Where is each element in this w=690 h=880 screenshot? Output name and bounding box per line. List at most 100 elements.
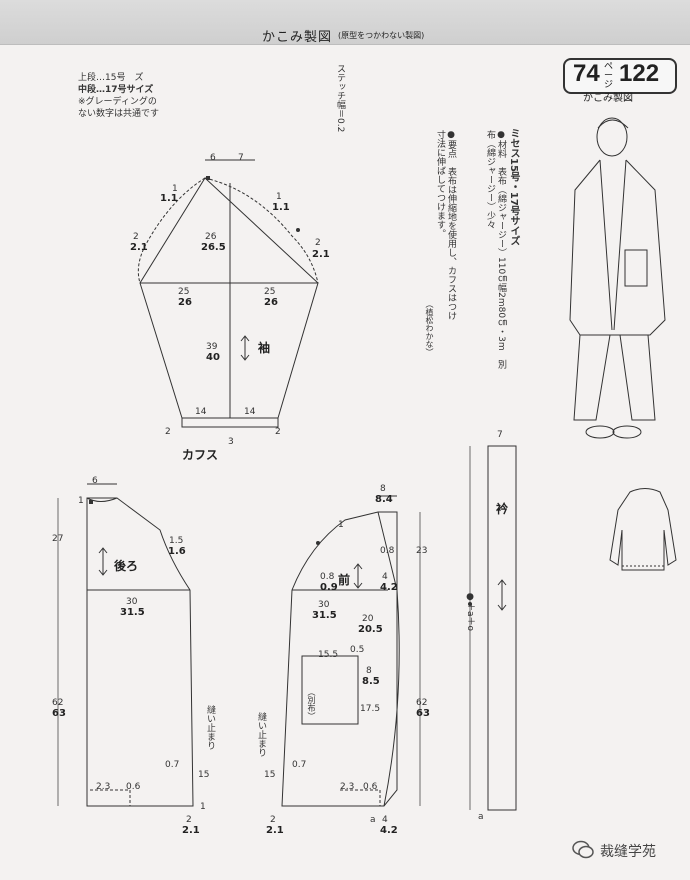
sleeve-notch-mark <box>296 228 300 232</box>
dim-label: 4 <box>382 572 388 582</box>
dim-label: 63 <box>52 708 66 719</box>
dim-label: 17.5 <box>360 704 381 714</box>
figure-skirt <box>573 334 656 421</box>
back-corner-mark <box>89 500 93 504</box>
dim-label: 1 <box>172 184 178 194</box>
dim-label: 2 <box>165 427 171 437</box>
dim-label: 40 <box>206 352 220 363</box>
dim-label: 26 <box>264 297 278 308</box>
dim-label: 15 <box>264 770 276 780</box>
dim-label: 2 <box>186 815 192 825</box>
size-legend: 上段…15号 ズ 中段…17号サイズ ※グレーディングの ない数字は共通です <box>78 72 159 120</box>
dim-label: 2.1 <box>266 825 284 836</box>
dim-label: 31.5 <box>120 607 145 618</box>
dim-label: 2 <box>270 815 276 825</box>
header-title: かこみ製図 <box>262 30 333 45</box>
sleeve-grain-heads <box>240 335 250 361</box>
dim-label: a <box>478 812 484 822</box>
collar-grain-heads <box>497 579 507 611</box>
dim-label: 8 <box>366 666 372 676</box>
dim-label: 0.8 <box>380 546 395 556</box>
legend-line: ※グレーディングの <box>78 97 157 107</box>
dim-label: 1 <box>276 192 282 202</box>
header-subtitle: (原型をつかわない製図) <box>338 31 425 40</box>
page-header: かこみ製図 (原型をつかわない製図) <box>0 0 690 45</box>
dim-label: 0.9 <box>320 582 338 593</box>
badge-label: かこみ製図 <box>583 93 633 104</box>
sleeve-outline <box>139 177 319 419</box>
dim-label: 23 <box>416 546 428 556</box>
size-title: ミセス15号・17号サイズ <box>508 128 519 246</box>
figure-coat-right <box>620 159 666 336</box>
front-grain-heads <box>353 563 363 589</box>
back-hem-detail <box>90 789 131 806</box>
badge-left-number: 74 <box>573 60 600 87</box>
collar-label: 衿 <box>496 502 509 516</box>
dim-label: 30 <box>126 597 138 607</box>
dim-label: 30 <box>318 600 330 610</box>
dim-label: 14 <box>195 407 207 417</box>
dim-label: 27 <box>52 534 64 544</box>
front-notch-mark <box>316 541 320 545</box>
dim-label: 1.6 <box>168 546 186 557</box>
front-label: 前 <box>338 573 351 587</box>
seam-stop-front: 縫い止まり <box>256 712 266 757</box>
badge-page-word: ページ <box>604 62 614 90</box>
collar-dot <box>468 602 472 606</box>
stitch-note: ステッチ幅＝0.2 <box>335 64 345 133</box>
credit-note: （植松わかな） <box>425 300 434 356</box>
dim-label: 2.1 <box>182 825 200 836</box>
watermark: 裁缝学苑 <box>572 838 682 862</box>
dim-label: a <box>370 815 376 825</box>
dim-label: 7 <box>238 153 244 163</box>
dim-label: 8 <box>380 484 386 494</box>
back-view-sketch <box>609 488 677 571</box>
figure-coat-left <box>569 159 620 336</box>
front-lapel-line <box>377 511 400 807</box>
dim-label: 2.3 <box>96 782 111 792</box>
badge-right-number: 122 <box>619 60 660 87</box>
dim-label: 2 <box>133 232 139 242</box>
dim-label: 6 <box>210 153 216 163</box>
dim-label: 8.5 <box>362 676 380 687</box>
figure-hair <box>597 119 629 129</box>
separate-fabric: （別布） <box>307 688 316 720</box>
dim-label: 20.5 <box>358 624 383 635</box>
dim-label: 7 <box>497 430 503 440</box>
collar-rect <box>487 445 517 811</box>
dim-label: 4.2 <box>380 825 398 836</box>
dim-label: 15 <box>198 770 210 780</box>
sleeve-curve-left <box>137 177 206 284</box>
dim-label: 62 <box>52 698 64 708</box>
dim-label: 2.1 <box>312 249 330 260</box>
legend-line: ない数字は共通です <box>78 109 160 119</box>
back-outline <box>86 497 194 807</box>
dim-label: 0.7 <box>292 760 307 770</box>
dim-label: 1.1 <box>160 193 178 204</box>
wechat-icon <box>572 840 594 859</box>
back-label: 後ろ <box>114 559 139 573</box>
dim-label: 25 <box>178 287 190 297</box>
legend-line: 上段…15号 ズ <box>78 73 144 83</box>
dim-label: 26 <box>205 232 217 242</box>
dim-label: 2.3 <box>340 782 355 792</box>
cuffs-label: カフス <box>182 448 219 462</box>
cuff-rect <box>181 417 279 428</box>
figure-head <box>596 117 628 157</box>
dim-label: 1 <box>200 802 206 812</box>
dim-label: 39 <box>206 342 218 352</box>
sleeve-label: 袖 <box>258 341 271 355</box>
back-grain-heads <box>98 547 108 576</box>
front-hem-detail <box>340 789 381 806</box>
dim-label: 4.2 <box>380 582 398 593</box>
dim-label: 1.1 <box>272 202 290 213</box>
dim-label: 2.1 <box>130 242 148 253</box>
dim-label: 26.5 <box>201 242 226 253</box>
dim-label: 15.5 <box>318 650 339 660</box>
dim-label: 3 <box>228 437 234 447</box>
legend-line: 中段…17号サイズ <box>78 85 154 95</box>
page-badge: 74 ページ 122 <box>563 58 677 94</box>
dim-label: 0.7 <box>165 760 180 770</box>
sleeve-apex-mark <box>206 176 210 180</box>
